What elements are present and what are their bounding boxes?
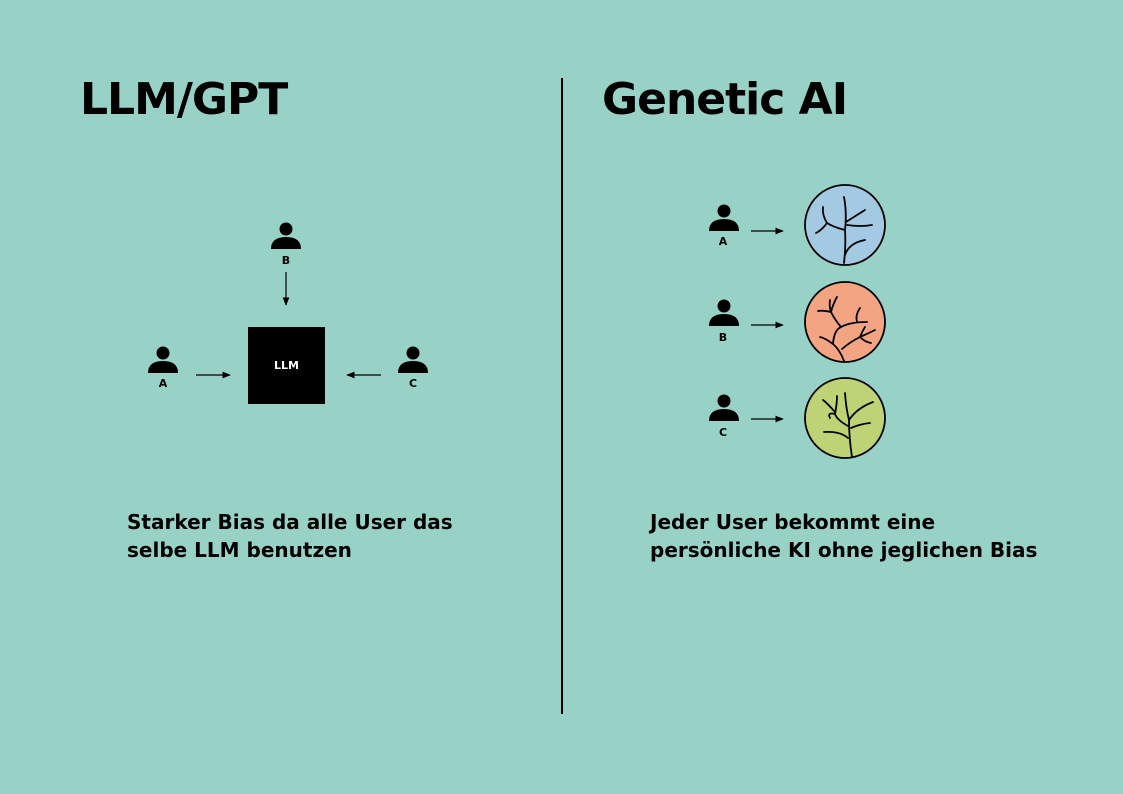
llm-gpt-title: LLM/GPT: [80, 74, 288, 125]
genetic-ai-title: Genetic AI: [602, 74, 848, 125]
user-b-label: B: [281, 254, 291, 267]
llm-box: LLM: [248, 327, 325, 404]
right-caption: Jeder User bekommt eine persönliche KI o…: [650, 508, 1037, 564]
ai-a-tree-icon: [804, 184, 886, 266]
user-a-label: A: [718, 235, 728, 248]
left-caption-line2: selbe LLM benutzen: [127, 538, 352, 562]
user-c-label: C: [408, 377, 418, 390]
right-caption-line2: persönliche KI ohne jeglichen Bias: [650, 538, 1038, 562]
user-c-label: C: [718, 426, 728, 439]
right-caption-line1: Jeder User bekommt eine: [650, 510, 936, 534]
user-a-label: A: [158, 377, 168, 390]
llm-label: LLM: [274, 359, 299, 372]
left-caption: Starker Bias da alle User das selbe LLM …: [127, 508, 453, 564]
ai-c-tree-icon: [804, 377, 886, 459]
user-b-label: B: [718, 331, 728, 344]
ai-b-tree-icon: [804, 281, 886, 363]
divider: [561, 78, 563, 714]
left-caption-line1: Starker Bias da alle User das: [127, 510, 453, 534]
